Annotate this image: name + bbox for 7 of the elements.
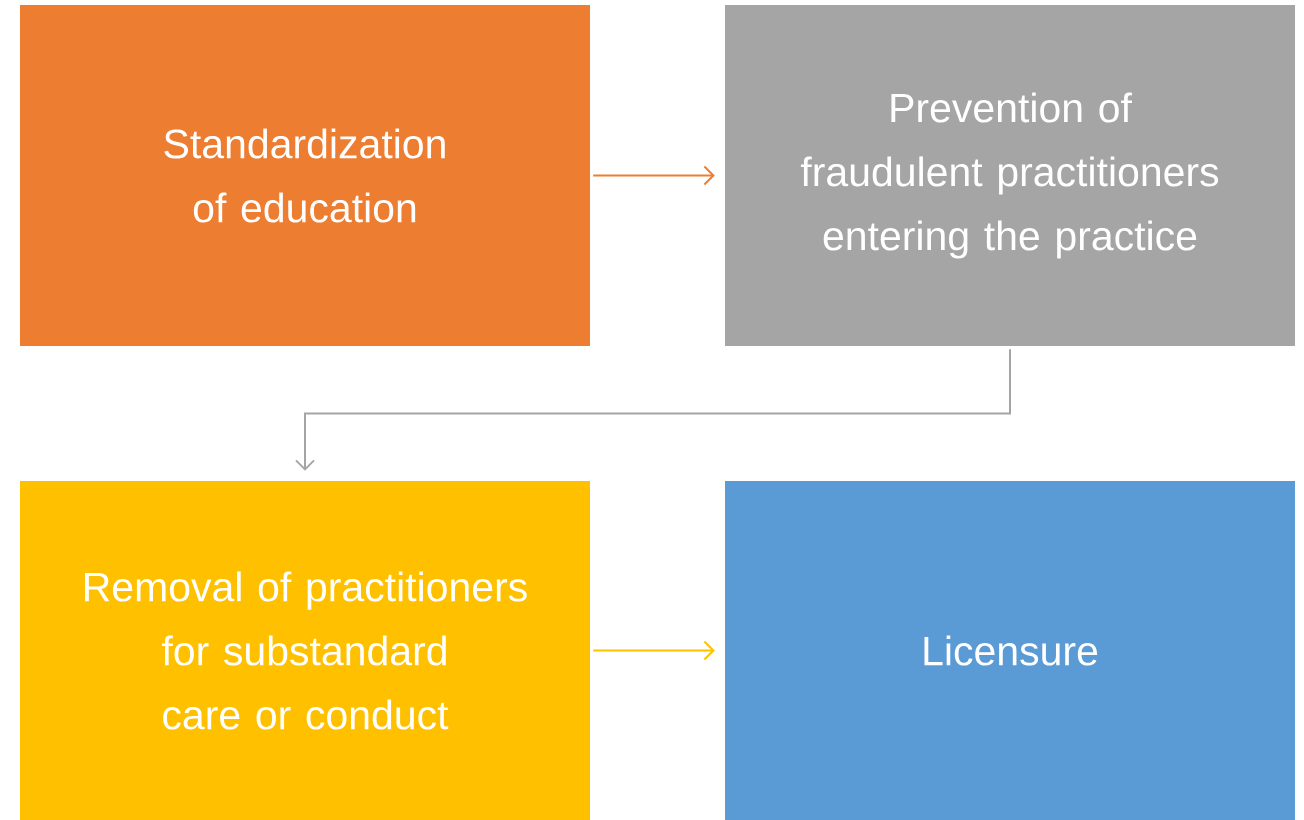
- arrow: [592, 640, 715, 661]
- process-box: Standardization of education: [20, 5, 590, 346]
- process-box: Removal of practitioners for substandard care or conduct: [20, 481, 590, 820]
- process-box: Licensure: [725, 481, 1295, 820]
- arrow: [295, 348, 1011, 471]
- process-box: Prevention of fraudulent practitioners entering the practice: [725, 5, 1295, 346]
- arrow: [592, 165, 715, 186]
